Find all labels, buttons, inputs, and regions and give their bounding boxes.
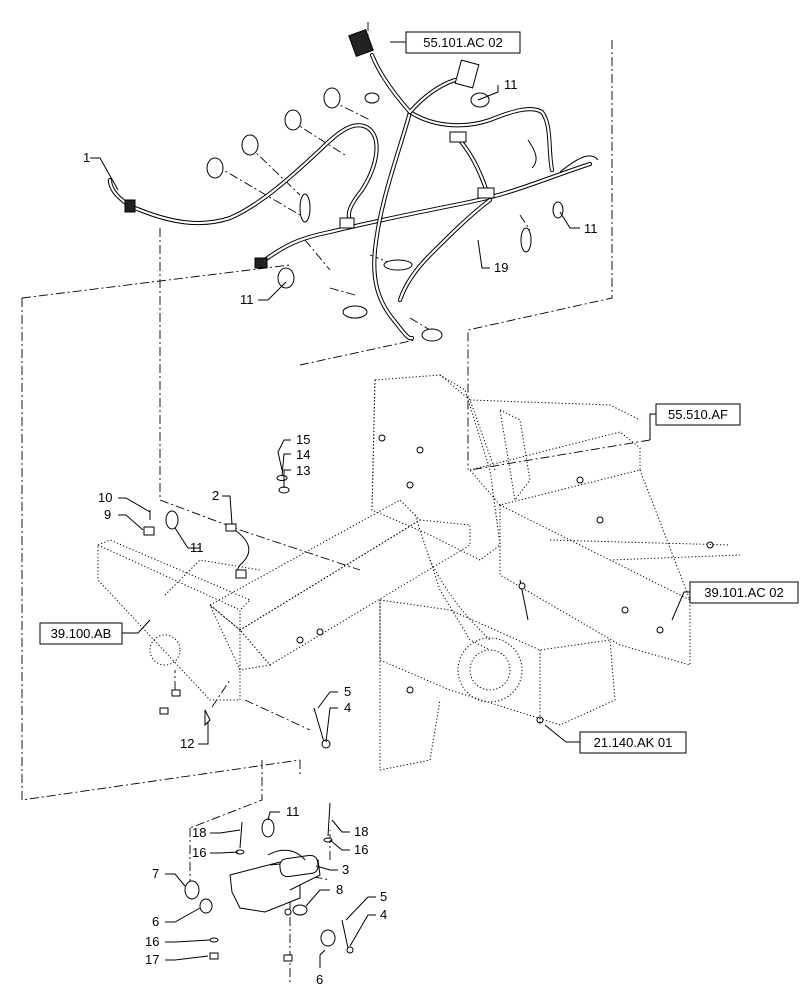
reference-label: 39.100.AB [51, 626, 112, 641]
reference-label: 39.101.AC 02 [704, 585, 784, 600]
callout-18: 18 [192, 825, 206, 840]
callout-15: 15 [296, 432, 310, 447]
wiring-harness [107, 28, 599, 341]
callout-4: 4 [344, 700, 351, 715]
callout-13: 13 [296, 463, 310, 478]
callout-11: 11 [584, 221, 598, 236]
callout-16: 16 [192, 845, 206, 860]
reference-55-510-af[interactable]: 55.510.AF [655, 403, 741, 426]
chassis-frame [97, 374, 741, 771]
assembly-boundary-lines [21, 22, 651, 985]
reference-21-140-ak-01[interactable]: 21.140.AK 01 [579, 731, 687, 754]
callout-1: 1 [83, 150, 90, 165]
leader-lines [90, 41, 690, 968]
callout-16: 16 [354, 842, 368, 857]
callout-2: 2 [212, 488, 219, 503]
callout-8: 8 [336, 882, 343, 897]
callout-12: 12 [180, 736, 194, 751]
callout-10: 10 [98, 490, 112, 505]
callout-11: 11 [190, 540, 204, 555]
reference-39-100-ab[interactable]: 39.100.AB [39, 622, 123, 645]
reference-55-101-ac-02[interactable]: 55.101.AC 02 [405, 31, 521, 54]
callout-3: 3 [342, 862, 349, 877]
reference-label: 55.510.AF [668, 407, 728, 422]
callout-9: 9 [104, 507, 111, 522]
harness-clips [206, 87, 564, 342]
callout-16: 16 [145, 934, 159, 949]
sensor-bracket-assembly [184, 802, 354, 962]
reference-label: 21.140.AK 01 [594, 735, 673, 750]
callout-5: 5 [380, 889, 387, 904]
callout-7: 7 [152, 866, 159, 881]
callout-4: 4 [380, 907, 387, 922]
callout-6: 6 [152, 914, 159, 929]
reference-39-101-ac-02[interactable]: 39.101.AC 02 [689, 581, 799, 604]
callout-numbers: 1 11 11 11 19 15 14 13 10 9 11 2 5 4 12 … [83, 77, 598, 987]
reference-label: 55.101.AC 02 [423, 35, 503, 50]
callout-6: 6 [316, 972, 323, 987]
callout-17: 17 [145, 952, 159, 967]
hardware-parts [143, 451, 331, 749]
callout-11: 11 [286, 804, 300, 819]
callout-5: 5 [344, 684, 351, 699]
callout-18: 18 [354, 824, 368, 839]
callout-19: 19 [494, 260, 508, 275]
callout-11: 11 [240, 292, 254, 307]
callout-11: 11 [504, 77, 518, 92]
callout-14: 14 [296, 447, 310, 462]
